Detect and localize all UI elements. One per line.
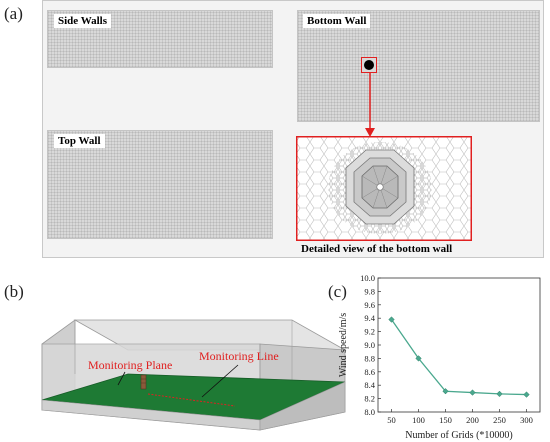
monitoring-line bbox=[147, 393, 236, 407]
y-tick-label: 9.0 bbox=[364, 340, 375, 350]
panel-b-label: (b) bbox=[4, 282, 24, 301]
y-tick-label: 8.2 bbox=[364, 394, 375, 404]
y-tick-label: 8.6 bbox=[364, 367, 375, 377]
y-tick-label: 9.2 bbox=[364, 327, 375, 337]
data-point-marker bbox=[469, 389, 476, 396]
bottom-wall-highlight-box bbox=[361, 57, 377, 73]
top-wall-title: Top Wall bbox=[54, 134, 105, 148]
y-tick-label: 9.4 bbox=[364, 313, 375, 323]
y-tick-label: 8.8 bbox=[364, 353, 375, 363]
zoom-arrow bbox=[365, 73, 375, 137]
domain-3d-box bbox=[41, 319, 347, 431]
monitoring-line-label: Monitoring Line bbox=[199, 349, 279, 363]
monitoring-plane-label: Monitoring Plane bbox=[88, 358, 173, 372]
y-tick-label: 8.4 bbox=[364, 380, 375, 390]
panel-a-label: (a) bbox=[4, 4, 23, 23]
x-axis-ticks: 50 100 150 200 250 300 bbox=[387, 409, 533, 425]
y-axis-ticks: 8.0 8.2 8.4 8.6 8.8 9.0 9.2 9.4 9.6 9.8 10.0 bbox=[360, 273, 381, 417]
x-tick-label: 150 bbox=[439, 415, 452, 425]
side-walls-title: Side Walls bbox=[54, 14, 112, 28]
x-tick-label: 300 bbox=[520, 415, 533, 425]
data-point-marker bbox=[496, 390, 503, 398]
building-icon bbox=[140, 374, 147, 390]
series-line bbox=[390, 319, 527, 396]
bottom-wall-mesh bbox=[297, 10, 540, 122]
detail-view bbox=[296, 136, 472, 241]
y-tick-label: 10.0 bbox=[360, 273, 375, 283]
x-tick-label: 200 bbox=[466, 415, 479, 425]
wind-speed-chart: 8.0 8.2 8.4 8.6 8.8 9.0 9.2 9.4 9.6 9.8 10.0 50 100… bbox=[338, 273, 541, 441]
data-point-marker bbox=[388, 316, 395, 323]
x-axis-label: Number of Grids (*10000) bbox=[405, 430, 512, 441]
y-axis-label: Wind speed/m/s bbox=[338, 313, 349, 377]
y-tick-label: 9.8 bbox=[364, 286, 375, 296]
x-tick-label: 50 bbox=[387, 415, 396, 425]
top-wall-mesh bbox=[47, 130, 273, 239]
detail-caption: Detailed view of the bottom wall bbox=[301, 243, 453, 255]
y-tick-label: 9.6 bbox=[364, 300, 375, 310]
x-tick-label: 250 bbox=[493, 415, 506, 425]
panel-c-label: (c) bbox=[328, 282, 347, 301]
data-point-marker bbox=[442, 388, 449, 395]
y-tick-label: 8.0 bbox=[364, 407, 375, 417]
bottom-wall-title: Bottom Wall bbox=[303, 14, 371, 28]
octagon-outer bbox=[345, 149, 415, 225]
data-point-marker bbox=[523, 391, 530, 398]
data-point-marker bbox=[415, 355, 422, 362]
series-points bbox=[388, 316, 530, 398]
bottom-wall-hole bbox=[364, 60, 374, 70]
x-tick-label: 100 bbox=[412, 415, 425, 425]
